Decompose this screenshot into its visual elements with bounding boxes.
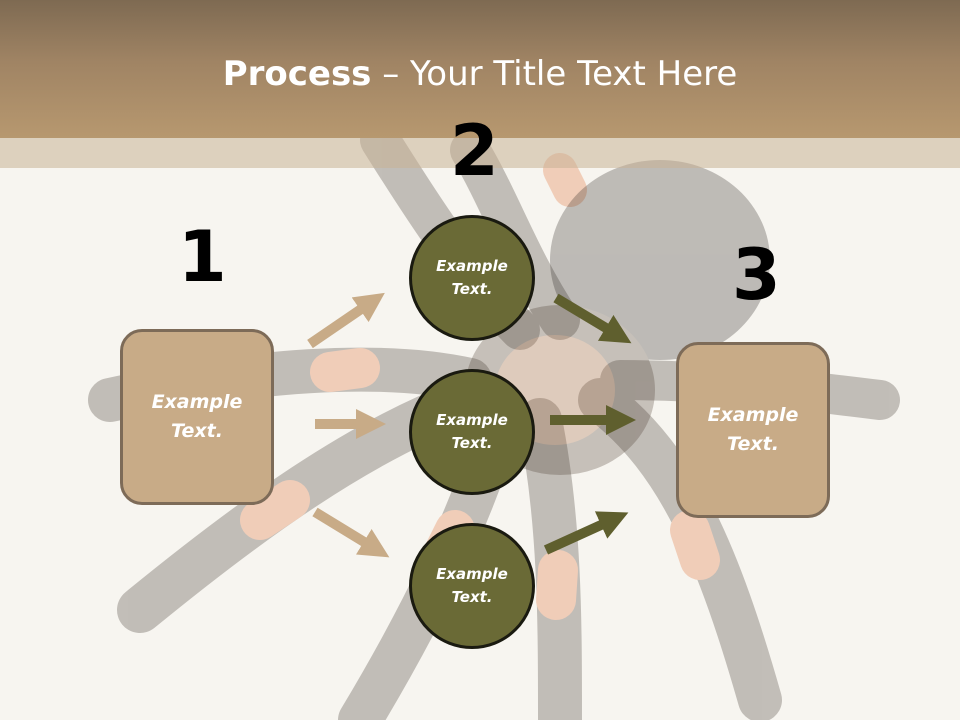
step-number-3: 3 (732, 234, 781, 316)
circle-middle: Example Text. (409, 369, 535, 495)
arrow-1-to-top (307, 292, 385, 349)
circle-bottom-text: Example Text. (436, 565, 508, 606)
step-number-2: 2 (450, 110, 499, 192)
circle-top-text: Example Text. (436, 257, 508, 298)
arrow-bottom-to-3 (543, 511, 629, 555)
arrow-top-to-3 (553, 293, 632, 344)
circle-middle-text: Example Text. (436, 411, 508, 452)
title-rest: – Your Title Text Here (371, 54, 738, 94)
circle-top: Example Text. (409, 215, 535, 341)
arrow-1-to-bottom (312, 507, 390, 558)
step-number-1: 1 (178, 216, 227, 298)
title-bar-band (0, 138, 960, 168)
title-bold: Process (222, 54, 372, 94)
step-1-box: Example Text. (120, 329, 274, 505)
step-3-text: Example Text. (707, 404, 799, 455)
title-bar (0, 0, 960, 138)
step-1-text: Example Text. (151, 391, 243, 442)
slide-title: Process – Your Title Text Here (0, 52, 960, 96)
step-3-box: Example Text. (676, 342, 830, 518)
circle-bottom: Example Text. (409, 523, 535, 649)
